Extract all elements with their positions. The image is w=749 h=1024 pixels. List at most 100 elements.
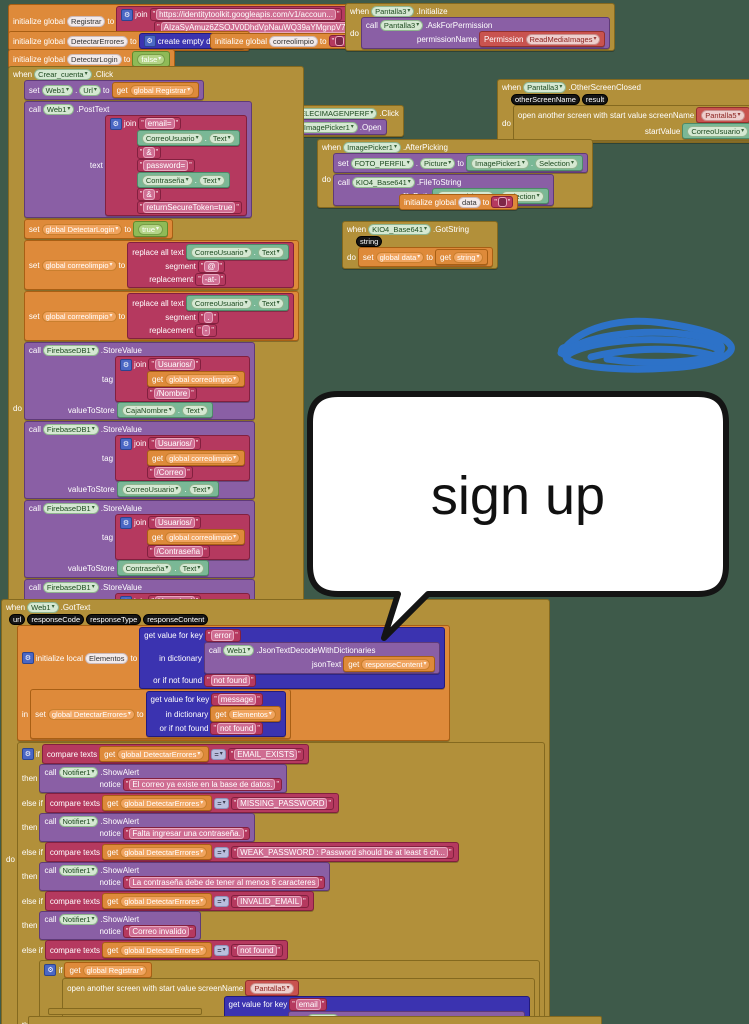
pantalla3-dropdown[interactable]: Pantalla3▾ xyxy=(523,81,567,93)
compare-operator-dropdown[interactable]: =▾ xyxy=(214,846,229,858)
elementos-dropdown[interactable]: Elementos▾ xyxy=(228,708,276,720)
string-value[interactable]: @ xyxy=(204,261,219,272)
correousuario-text-getter[interactable]: CorreoUsuario▾.Text▾ xyxy=(185,295,289,311)
text-string-block[interactable]: "." xyxy=(197,311,220,324)
pantalla3-dropdown[interactable]: Pantalla3▾ xyxy=(379,19,424,31)
string-value[interactable]: message xyxy=(217,694,257,705)
responsecontent-dropdown[interactable]: responseContent▾ xyxy=(361,658,431,670)
crear-cuenta-dropdown[interactable]: Crear_cuenta▾ xyxy=(34,68,92,80)
string-value[interactable]: returnSecureToken=true xyxy=(143,202,236,213)
variable-name-field[interactable]: Elementos xyxy=(85,652,129,664)
text-string-block[interactable]: "Usuarios/" xyxy=(148,516,202,529)
text-string-block[interactable]: "message" xyxy=(211,693,263,706)
mutator-icon[interactable]: ⚙ xyxy=(109,117,122,130)
text-string-block[interactable]: "email" xyxy=(289,998,328,1011)
contrase-a-dropdown[interactable]: Contraseña▾ xyxy=(121,562,173,574)
text-string-block[interactable]: "@" xyxy=(197,260,226,273)
global-detectarerrores-dropdown[interactable]: global DetectarErrores▾ xyxy=(120,846,208,858)
string-value[interactable]: /Nombre xyxy=(153,388,191,399)
event-param-otherScreenName[interactable]: otherScreenName xyxy=(511,93,580,105)
text-dropdown[interactable]: Text▾ xyxy=(188,483,215,495)
compare-operator-dropdown[interactable]: =▾ xyxy=(211,748,226,760)
mutator-icon[interactable]: ⚙ xyxy=(120,358,133,371)
screen-name-helper-block[interactable]: Pantalla5▾ xyxy=(696,107,749,123)
variable-name-field[interactable]: correolimpio xyxy=(269,35,318,47)
string-value[interactable]: INVALID_EMAIL xyxy=(237,895,303,907)
partial-block-strip-bottom[interactable] xyxy=(28,1016,602,1024)
mutator-icon[interactable]: ⚙ xyxy=(143,35,156,47)
variable-name-field[interactable]: DetectarLogin xyxy=(67,53,122,65)
string-value[interactable]: Correo invalido xyxy=(129,926,190,937)
global-detectarerrores-dropdown[interactable]: global DetectarErrores▾ xyxy=(117,748,205,760)
string-value[interactable]: email xyxy=(295,999,321,1010)
notifier1-dropdown[interactable]: Notifier1▾ xyxy=(58,766,99,778)
foto-perfil-dropdown[interactable]: FOTO_PERFIL▾ xyxy=(350,157,414,169)
mutator-icon[interactable]: ⚙ xyxy=(21,748,34,760)
global-correolimpio-dropdown[interactable]: global correolimpio▾ xyxy=(165,531,241,543)
compare-operator-dropdown[interactable]: =▾ xyxy=(214,797,229,809)
string-value[interactable]: /Contraseña xyxy=(153,546,204,557)
text-dropdown[interactable]: Text▾ xyxy=(198,174,225,186)
screen-name-helper-block[interactable]: Pantalla5▾ xyxy=(245,980,299,996)
notifier1-dropdown[interactable]: Notifier1▾ xyxy=(58,864,99,876)
partial-block-strip-top[interactable] xyxy=(48,1008,202,1015)
variable-name-field[interactable]: Registrar xyxy=(67,15,106,27)
picture-dropdown[interactable]: Picture▾ xyxy=(419,157,456,169)
string-value[interactable]: https://identitytoolkit.googleapis.com/v… xyxy=(156,9,336,20)
global-detectarerrores-dropdown[interactable]: global DetectarErrores▾ xyxy=(120,895,208,907)
text-string-block[interactable]: "WEAK_PASSWORD : Password should be at l… xyxy=(230,845,455,859)
text-string-block[interactable]: "El correo ya existe en la base de datos… xyxy=(122,778,282,791)
string-value[interactable]: error xyxy=(211,630,235,641)
text-string-block[interactable]: " & " xyxy=(136,188,162,201)
variable-name-field[interactable]: data xyxy=(458,196,481,208)
contrasena-text-getter[interactable]: Contraseña▾.Text▾ xyxy=(116,560,210,576)
global-correolimpio-dropdown[interactable]: global correolimpio▾ xyxy=(41,259,117,271)
text-string-block[interactable]: "not found" xyxy=(204,674,257,687)
string-value[interactable]: Usuarios/ xyxy=(154,517,195,528)
text-string-block[interactable]: "/Contraseña" xyxy=(147,545,210,558)
string-value[interactable]: . xyxy=(204,312,213,323)
true-dropdown[interactable]: true▾ xyxy=(138,223,164,235)
call-imagepicker-open-block[interactable]: callImagePicker1▾.Open xyxy=(280,119,387,135)
text-string-block[interactable]: "MISSING_PASSWORD" xyxy=(230,796,334,810)
string-value[interactable]: -at- xyxy=(201,274,220,285)
string-value[interactable]: email= xyxy=(144,118,175,129)
string-value[interactable] xyxy=(497,197,507,207)
imagepicker-selection-getter[interactable]: ImagePicker1▾.Selection▾ xyxy=(465,155,583,171)
firebasedb1-dropdown[interactable]: FirebaseDB1▾ xyxy=(42,581,99,593)
event-param-responseCode[interactable]: responseCode xyxy=(27,613,85,625)
mutator-icon[interactable]: ⚙ xyxy=(121,8,134,21)
global-detectarlogin-dropdown[interactable]: global DetectarLogin▾ xyxy=(41,223,123,235)
event-param-url[interactable]: url xyxy=(9,613,26,625)
kio4-base641-dropdown[interactable]: KIO4_Base641▾ xyxy=(351,176,415,188)
text-string-block[interactable]: "/Nombre" xyxy=(147,387,197,400)
string-value[interactable]: Falta ingresar una contraseña. xyxy=(129,828,244,839)
text-string-block[interactable]: "-" xyxy=(195,324,217,337)
firebasedb1-dropdown[interactable]: FirebaseDB1▾ xyxy=(42,423,99,435)
pantalla5-dropdown[interactable]: Pantalla5▾ xyxy=(701,109,745,121)
event-param-string[interactable]: string xyxy=(356,235,383,247)
notifier1-dropdown[interactable]: Notifier1▾ xyxy=(58,815,99,827)
